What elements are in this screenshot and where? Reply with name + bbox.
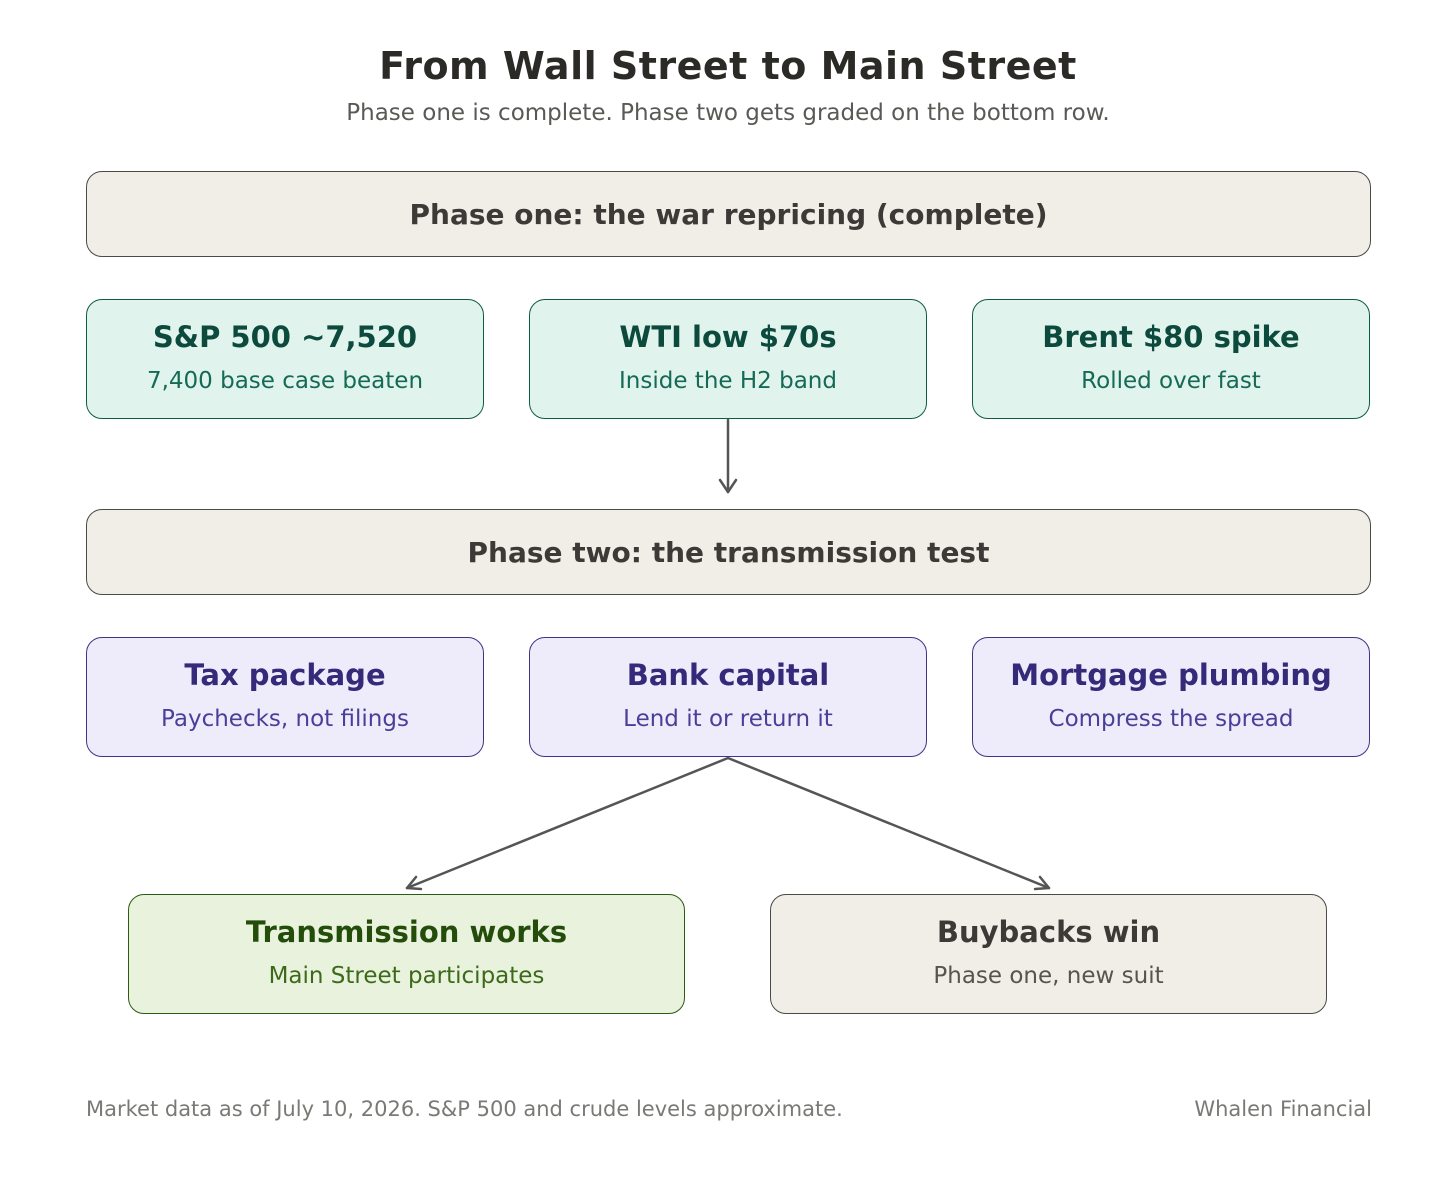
card-heading: Bank capital: [626, 658, 830, 692]
phase-two-banner: Phase two: the transmission test: [86, 509, 1371, 595]
footer-brand: Whalen Financial: [1194, 1097, 1372, 1121]
card-subtext: Rolled over fast: [1081, 368, 1261, 394]
footer-note: Market data as of July 10, 2026. S&P 500…: [86, 1097, 843, 1121]
phase-two-label: Phase two: the transmission test: [467, 535, 990, 569]
card-mortgage-plumbing: Mortgage plumbing Compress the spread: [972, 637, 1370, 757]
card-heading: S&P 500 ~7,520: [152, 320, 418, 354]
arrow-to-transmission-works: [405, 756, 730, 891]
card-heading: Buybacks win: [936, 915, 1161, 949]
card-wti: WTI low $70s Inside the H2 band: [529, 299, 927, 419]
card-subtext: Main Street participates: [268, 963, 545, 989]
card-subtext: Inside the H2 band: [619, 368, 837, 394]
card-subtext: Compress the spread: [1048, 706, 1294, 732]
diagram-subtitle: Phase one is complete. Phase two gets gr…: [346, 100, 1110, 126]
card-bank-capital: Bank capital Lend it or return it: [529, 637, 927, 757]
card-heading: Brent $80 spike: [1042, 320, 1300, 354]
card-sp500: S&P 500 ~7,520 7,400 base case beaten: [86, 299, 484, 419]
card-heading: Tax package: [184, 658, 386, 692]
phase-one-banner: Phase one: the war repricing (complete): [86, 171, 1371, 257]
diagram-title: From Wall Street to Main Street: [379, 44, 1077, 88]
arrow-to-buybacks-win: [726, 756, 1051, 891]
card-subtext: 7,400 base case beaten: [146, 368, 424, 394]
phase-one-label: Phase one: the war repricing (complete): [409, 197, 1048, 231]
card-buybacks-win: Buybacks win Phase one, new suit: [770, 894, 1327, 1014]
card-heading: Transmission works: [245, 915, 568, 949]
card-tax-package: Tax package Paychecks, not filings: [86, 637, 484, 757]
card-subtext: Phase one, new suit: [933, 963, 1164, 989]
card-heading: Mortgage plumbing: [1010, 658, 1332, 692]
arrow-down-to-phase-two: [718, 418, 738, 494]
card-subtext: Paychecks, not filings: [161, 706, 409, 732]
card-brent: Brent $80 spike Rolled over fast: [972, 299, 1370, 419]
card-heading: WTI low $70s: [619, 320, 837, 354]
card-transmission-works: Transmission works Main Street participa…: [128, 894, 685, 1014]
card-subtext: Lend it or return it: [623, 706, 833, 732]
